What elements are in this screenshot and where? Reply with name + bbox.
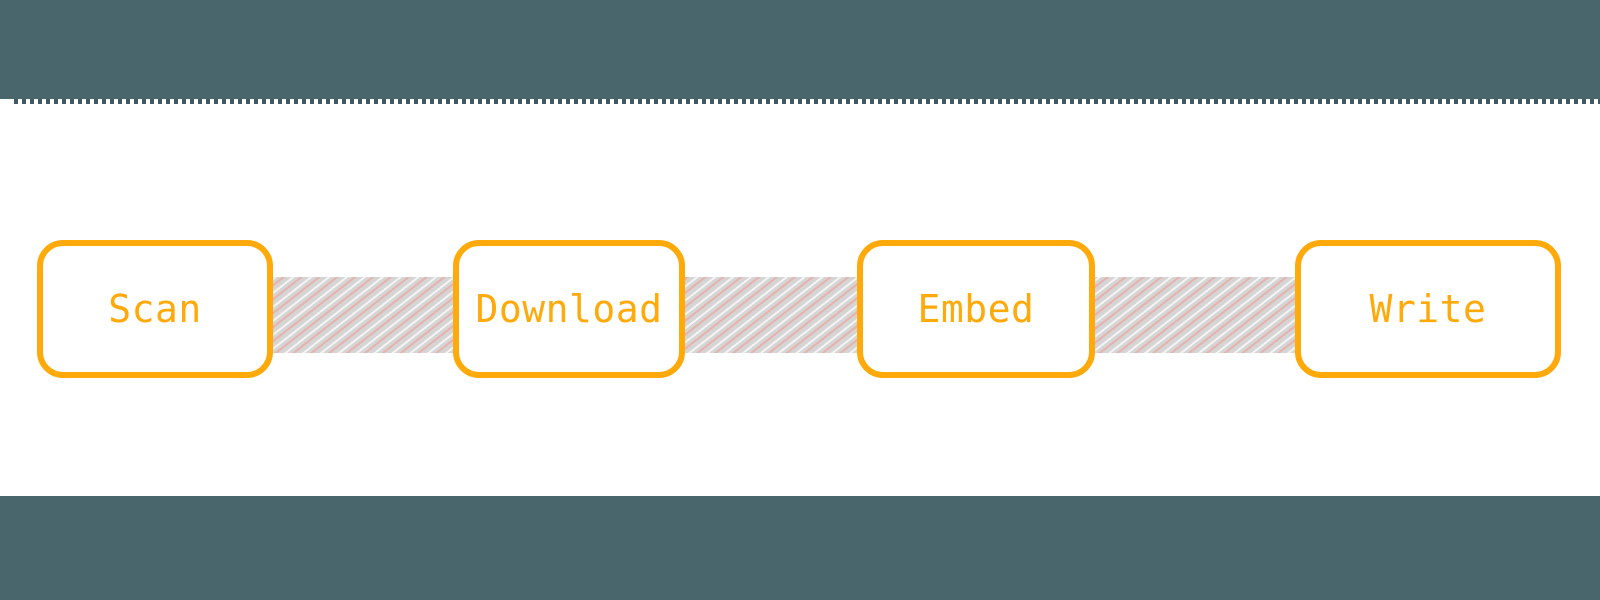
connector-scan-to-download: [272, 277, 456, 353]
top-chrome-band: [0, 0, 1600, 99]
top-band-dotted-rule: [14, 99, 1600, 104]
step-node-write-label: Write: [1369, 287, 1487, 331]
step-node-write[interactable]: Write: [1295, 240, 1561, 378]
step-node-download[interactable]: Download: [453, 240, 685, 378]
flow-canvas: Scan Download Embed Write: [0, 104, 1600, 496]
step-node-scan[interactable]: Scan: [37, 240, 273, 378]
step-node-embed[interactable]: Embed: [857, 240, 1095, 378]
connector-download-to-embed: [683, 277, 860, 353]
step-node-download-label: Download: [475, 287, 663, 331]
bottom-chrome-band: [0, 496, 1600, 600]
step-node-scan-label: Scan: [108, 287, 202, 331]
step-node-embed-label: Embed: [917, 287, 1035, 331]
connector-embed-to-write: [1094, 277, 1298, 353]
